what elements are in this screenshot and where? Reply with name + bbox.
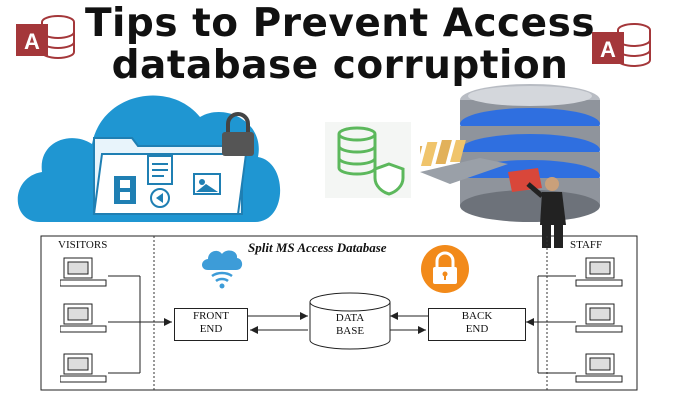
computer-icon	[60, 257, 107, 287]
access-logo-letter: A	[600, 37, 616, 62]
access-logo-icon-right: A	[592, 23, 651, 67]
computer-icon	[575, 353, 623, 383]
access-logo-icon-left: A	[16, 15, 75, 59]
computer-icon	[60, 353, 107, 383]
back-end-box: BACK END	[428, 308, 526, 341]
database-label: DATA BASE	[335, 312, 365, 337]
computer-icon	[60, 303, 107, 333]
lock-icon	[421, 245, 469, 293]
staff-label: STAFF	[570, 239, 603, 251]
diagram-heading: Split MS Access Database	[248, 240, 387, 255]
page-title-line-1: Tips to Prevent Access	[84, 1, 596, 46]
front-end-box: FRONT END	[174, 308, 248, 341]
page-title-line-2: database corruption	[111, 43, 569, 88]
cloud-wifi-icon	[202, 250, 243, 289]
cloud-folder-icon	[17, 95, 281, 222]
access-logo-letter: A	[24, 29, 40, 54]
computer-icon	[575, 257, 623, 287]
server-stack-icon	[420, 84, 600, 248]
database-shield-icon	[325, 122, 411, 198]
visitors-label: VISITORS	[58, 239, 108, 251]
computer-icon	[575, 303, 623, 333]
